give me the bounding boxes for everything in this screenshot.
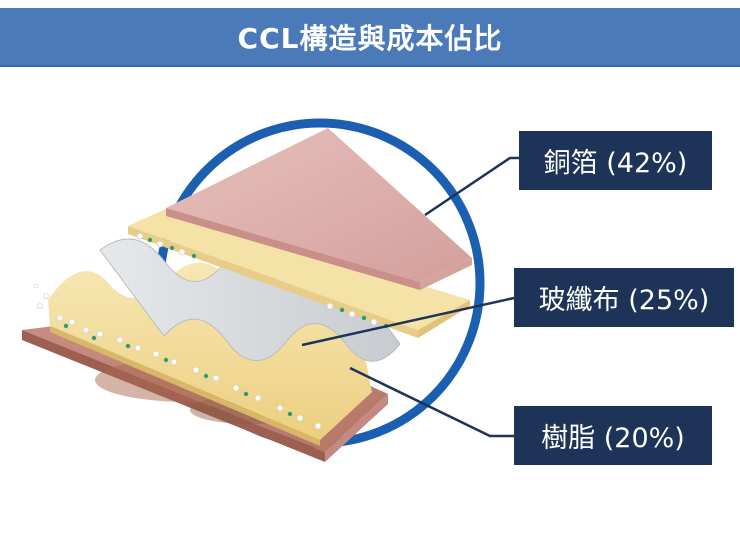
label-glass-fiber-cloth-text: 玻纖布 (25%) [538, 285, 710, 316]
label-copper-foil: 銅箔 (42%) [519, 131, 712, 190]
leader-lines [301, 156, 519, 438]
filler-particles [63, 237, 389, 417]
label-glass-fiber-cloth: 玻纖布 (25%) [514, 268, 734, 327]
top-copper-layer [166, 128, 472, 290]
resin-particles [33, 232, 378, 430]
leader-line-copper [424, 156, 519, 217]
title-bar: CCL構造與成本佔比 [0, 8, 740, 67]
label-copper-foil-text: 銅箔 (42%) [543, 148, 688, 179]
glass-fiber-layer [99, 238, 401, 362]
leader-line-resin [349, 366, 514, 438]
label-resin-text: 樹脂 (20%) [541, 423, 685, 454]
label-resin: 樹脂 (20%) [514, 406, 712, 465]
page-title: CCL構造與成本佔比 [237, 21, 503, 55]
leader-line-glass [301, 296, 515, 347]
